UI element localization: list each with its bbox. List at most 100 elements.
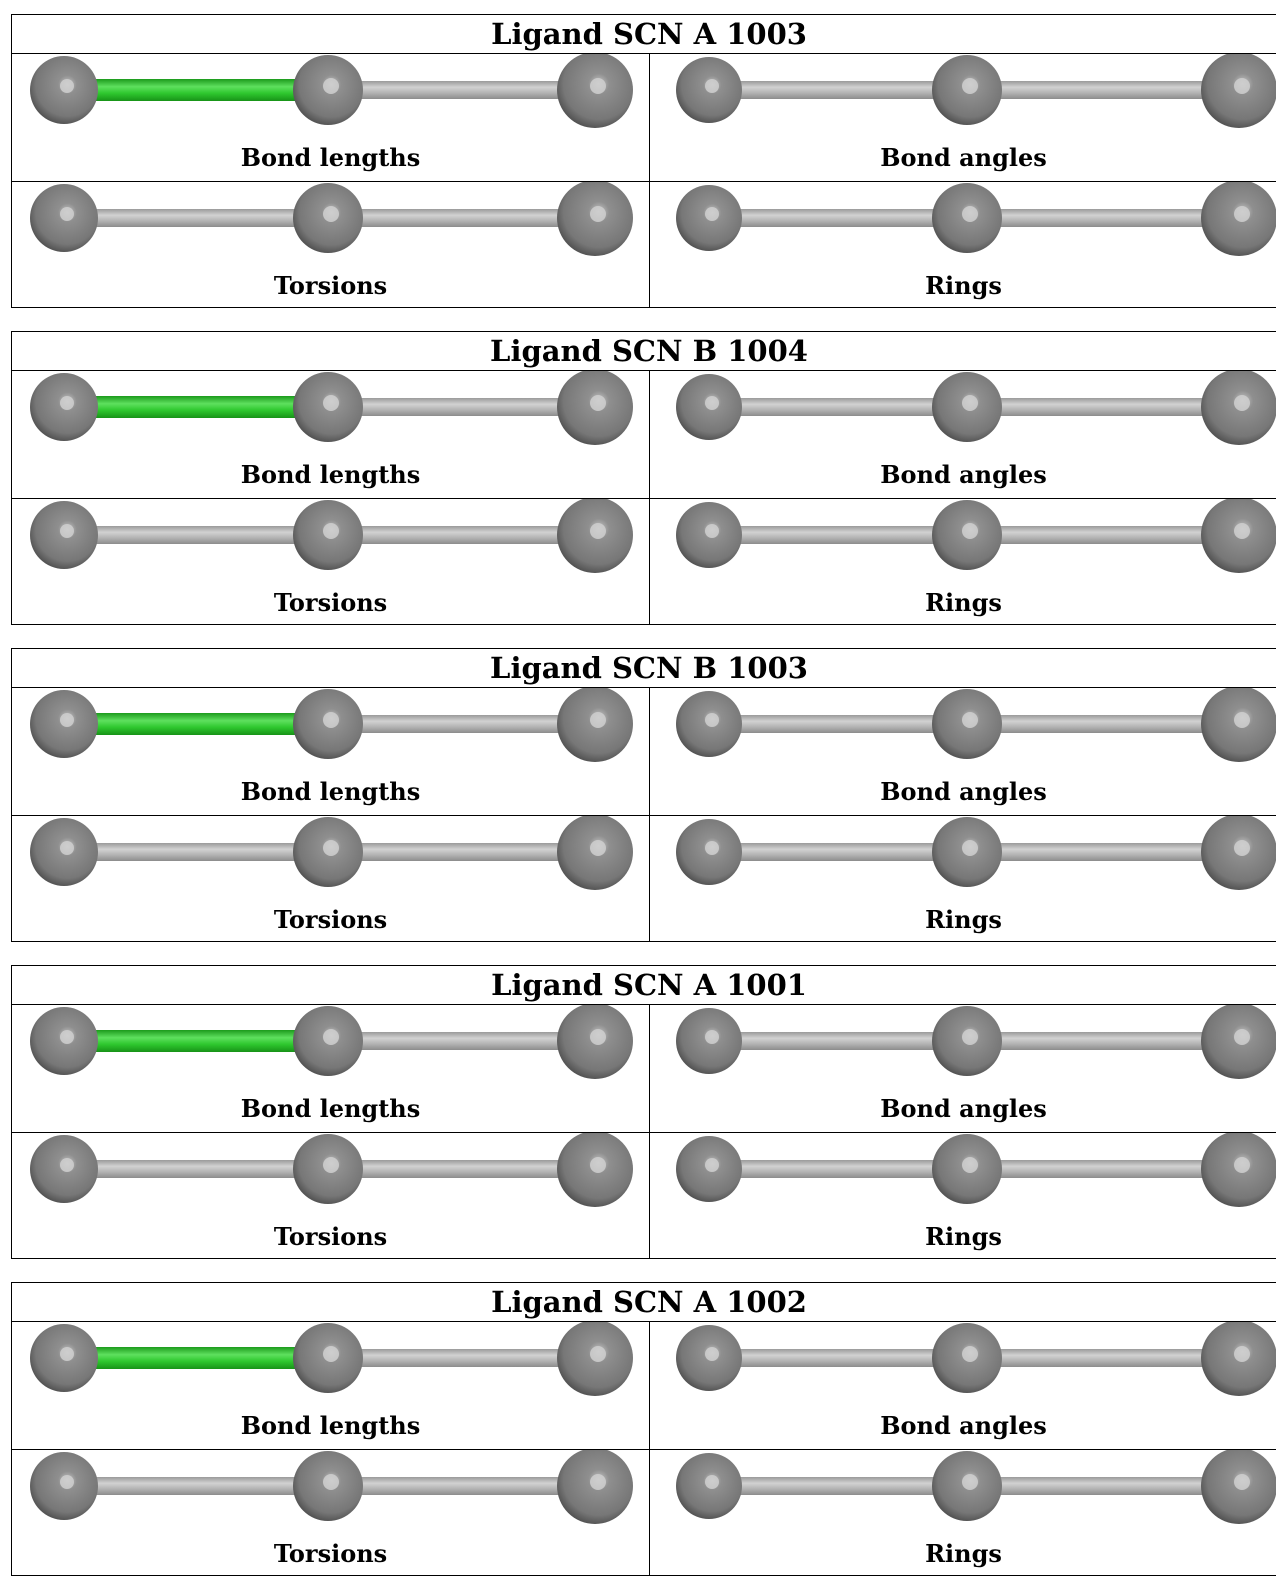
highlighted-bond [64,396,328,418]
bond [709,1349,967,1367]
cell-label: Torsions [273,905,388,934]
highlighted-bond [64,1347,328,1369]
bond [328,715,595,733]
cell-label: Bond angles [880,460,1047,489]
validation-cell: Rings [650,816,1276,943]
molecule-image [676,816,1276,890]
bond [967,1349,1239,1367]
validation-cell: Bond angles [650,371,1276,498]
divider [12,498,1276,499]
atom-highlight [1234,840,1250,856]
molecule-image [676,182,1276,256]
divider [12,370,1276,371]
divider [649,371,650,625]
cell-label: Bond angles [880,777,1047,806]
atom-highlight [323,1474,339,1490]
bond [709,715,967,733]
bond [709,1032,967,1050]
atom-highlight [60,1347,74,1361]
validation-cell: Bond lengths [12,371,649,498]
atom-highlight [962,712,978,728]
ligand-title: Ligand SCN A 1003 [491,17,807,51]
divider [649,54,650,308]
atom-highlight [60,207,74,221]
atom-highlight [962,78,978,94]
bond [709,843,967,861]
validation-cell: Torsions [12,1133,649,1260]
bond [967,209,1239,227]
highlighted-bond [64,713,328,735]
atom-highlight [962,840,978,856]
atom-highlight [323,840,339,856]
bond [64,1477,328,1495]
cell-label: Bond lengths [240,143,421,172]
validation-cell: Bond angles [650,688,1276,815]
atom-highlight [962,1157,978,1173]
highlighted-bond [64,79,328,101]
bond [709,398,967,416]
atom-highlight [590,78,606,94]
molecule-image [30,1133,633,1207]
validation-cell: Bond lengths [12,1005,649,1132]
atom-highlight [1234,1474,1250,1490]
bond [328,843,595,861]
bond [967,81,1239,99]
atom-highlight [60,1475,74,1489]
bond [328,1477,595,1495]
bond [328,1032,595,1050]
atom-highlight [323,1157,339,1173]
cell-label: Bond angles [880,143,1047,172]
molecule-image [676,1133,1276,1207]
divider [12,687,1276,688]
divider [12,53,1276,54]
atom-highlight [323,78,339,94]
validation-cell: Rings [650,1133,1276,1260]
atom-highlight [60,713,74,727]
bond [328,398,595,416]
bond [967,526,1239,544]
cell-label: Rings [925,1222,1002,1251]
cell-label: Torsions [273,271,388,300]
atom-highlight [60,1030,74,1044]
divider [12,1004,1276,1005]
atom-highlight [60,841,74,855]
atom-highlight [60,79,74,93]
bond [709,526,967,544]
bond [64,209,328,227]
bond [328,209,595,227]
bond [328,526,595,544]
validation-cell: Rings [650,1450,1276,1577]
ligand-title: Ligand SCN A 1002 [491,1285,807,1319]
atom-highlight [323,1346,339,1362]
molecule-image [30,1450,633,1524]
bond [709,209,967,227]
atom-highlight [590,712,606,728]
atom-highlight [590,206,606,222]
atom-highlight [1234,712,1250,728]
atom-highlight [323,712,339,728]
validation-cell: Bond angles [650,1005,1276,1132]
bond [967,843,1239,861]
cell-label: Bond angles [880,1411,1047,1440]
atom-highlight [1234,395,1250,411]
atom-highlight [705,79,719,93]
highlighted-bond [64,1030,328,1052]
atom-highlight [705,1475,719,1489]
validation-cell: Torsions [12,816,649,943]
cell-label: Bond angles [880,1094,1047,1123]
molecule-image [30,499,633,573]
atom-highlight [1234,1346,1250,1362]
bond [967,1477,1239,1495]
atom-highlight [1234,1029,1250,1045]
atom-highlight [323,1029,339,1045]
divider [649,1322,650,1576]
bond [967,715,1239,733]
divider [12,1321,1276,1322]
cell-label: Torsions [273,1222,388,1251]
molecule-image [676,54,1276,128]
molecule-image [30,371,633,445]
atom-highlight [705,1030,719,1044]
